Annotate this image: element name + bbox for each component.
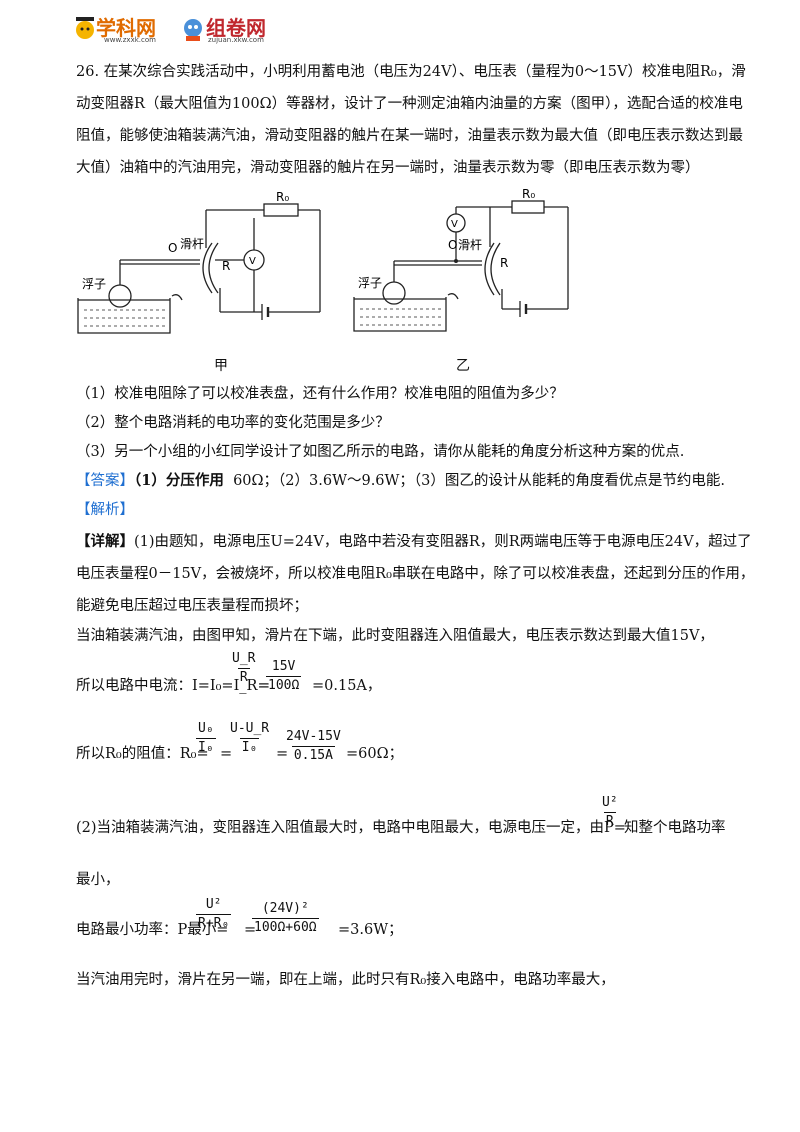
header-logo: 学科网 www.zxxk.com 组卷网 zujuan.xkw.com [74, 12, 274, 48]
voltmeter-icon-yi: V [451, 219, 458, 230]
question-line-2: 动变阻器R（最大阻值为100Ω）等器材，设计了一种测定油箱内油量的方案（图甲），… [76, 96, 743, 112]
mascot-icon [76, 17, 94, 39]
brand-xuekewang: 学科网 [96, 16, 156, 40]
formula1-frac1: U_R R [230, 650, 257, 687]
brand-zujuanwang: 组卷网 [206, 16, 266, 40]
detail-line-5-suffix: 知整个电路功率 [624, 820, 726, 836]
detail-line-5: (2)当油箱装满汽油，变阻器连入阻值最大时，电路中电阻最大，电源电压一定，由P= [76, 820, 626, 836]
answer-line: 【答案】（1）分压作用 60Ω；（2）3.6W～9.6W；（3）图乙的设计从能耗… [76, 471, 725, 491]
formula2-suffix: =60Ω； [346, 746, 404, 762]
answer-part2: 60Ω；（2）3.6W～9.6W；（3）图乙的设计从能耗的角度看优点是节约电能. [233, 473, 726, 489]
detail-l1-text: (1)由题知，电源电压U=24V，电路中若没有变阻器R，则R两端电压等于电源电压… [134, 534, 752, 550]
detail-line-1: 【详解】(1)由题知，电源电压U=24V，电路中若没有变阻器R，则R两端电压等于… [76, 532, 752, 552]
formula2-frac2: U-U_R I₀ [228, 720, 271, 757]
subquestion-1: （1）校准电阻除了可以校准表盘，还有什么作用？校准电阻的阻值为多少？ [76, 386, 564, 402]
formula-power-frac: U² R [600, 794, 620, 831]
formula2-prefix: 所以R₀的阻值：R₀= [76, 746, 209, 762]
label-r-jia: R [222, 259, 230, 273]
caption-yi: 乙 [456, 358, 470, 374]
f3-den1: R+R₀ [196, 914, 232, 931]
f2-num1: U₀ [198, 721, 214, 736]
brand-url-1: www.zxxk.com [104, 36, 156, 44]
formula3-suffix: =3.6W； [338, 922, 403, 938]
detail-tag: 【详解】 [76, 533, 134, 550]
formula2-frac3: 24V-15V 0.15A [284, 728, 343, 765]
formula3-frac2: (24V)² 100Ω+60Ω [252, 900, 319, 937]
caption-jia: 甲 [214, 358, 228, 374]
detail-line-6: 最小， [76, 872, 120, 888]
f1-num1: U_R [232, 651, 256, 666]
circuit-diagram-jia: R₀ R O 滑杆 浮子 V [77, 190, 321, 334]
f1-den2: 100Ω [266, 676, 302, 693]
formula3-prefix: 电路最小功率：P最小= [76, 922, 229, 938]
label-float-jia: 浮子 [82, 277, 106, 291]
equals-sign: = [220, 746, 233, 762]
question-line-4: 大值）油箱中的汽油用完，滑动变阻器的触片在另一端时，油量表示数为零（即电压表示数… [76, 160, 700, 176]
subquestion-3: （3）另一个小组的小红同学设计了如图乙所示的电路，请你从能耗的角度分析这种方案的… [76, 444, 685, 460]
formula1-suffix: =0.15A， [312, 678, 382, 694]
f2-den1: I₀ [196, 738, 216, 755]
label-r0-jia: R₀ [276, 190, 289, 204]
detail-line-7: 当汽油用完时，滑片在另一端，即在上端，此时只有R₀接入电路中，电路功率最大， [76, 972, 615, 988]
label-o-yi: O [448, 238, 457, 252]
label-lever-yi: 滑杆 [458, 238, 482, 252]
f2-den3: 0.15A [291, 746, 335, 763]
l5-num: U² [602, 795, 618, 810]
question-line-3: 阻值，能够使油箱装满汽油，滑动变阻器的触片在某一端时，油量表示数为最大值（即电压… [76, 128, 743, 144]
formula1-prefix: 所以电路中电流：I=I₀=I_R= [76, 678, 270, 694]
f2-num3: 24V-15V [286, 729, 341, 744]
equals-sign: = [244, 922, 257, 938]
answer-part1: （1）分压作用 [134, 472, 224, 489]
detail-line-2: 电压表量程0－15V，会被烧坏，所以校准电阻R₀串联在电路中，除了可以校准表盘，… [76, 566, 755, 582]
f2-num2: U-U_R [230, 721, 270, 736]
subquestion-2: （2）整个电路消耗的电功率的变化范围是多少？ [76, 415, 390, 431]
label-o-jia: O [168, 241, 177, 255]
equals-sign: = [258, 678, 271, 694]
f3-den2: 100Ω+60Ω [252, 918, 319, 935]
label-lever-jia: 滑杆 [180, 237, 204, 251]
f1-num2: 15V [271, 659, 296, 674]
f1-den1: R [237, 668, 250, 685]
detail-line-4: 当油箱装满汽油，由图甲知，滑片在下端，此时变阻器连入阻值最大，电压表示数达到最大… [76, 628, 714, 644]
label-r-yi: R [500, 256, 508, 270]
formula3-frac1: U² R+R₀ [196, 896, 232, 933]
label-r0-yi: R₀ [522, 187, 535, 201]
analysis-tag: 【解析】 [76, 502, 134, 518]
brand-url-2: zujuan.xkw.com [208, 36, 264, 44]
f3-num2: (24V)² [261, 901, 309, 916]
label-float-yi: 浮子 [358, 276, 382, 290]
f3-num1: U² [205, 897, 222, 912]
f2-den2: I₀ [239, 738, 260, 755]
voltmeter-icon-jia: V [249, 256, 256, 267]
detail-line-3: 能避免电压超过电压表量程而损坏； [76, 598, 308, 614]
formula2-frac1: U₀ I₀ [196, 720, 216, 757]
l5-den: R [603, 812, 616, 829]
circuit-diagram-yi: R₀ R O 滑杆 浮子 V [353, 187, 569, 332]
question-line-1: 26. 在某次综合实践活动中，小明利用蓄电池（电压为24V）、电压表（量程为0～… [76, 64, 746, 80]
equals-sign: = [276, 746, 289, 762]
formula1-frac2: 15V 100Ω [266, 658, 302, 695]
mascot-icon-2 [184, 19, 202, 41]
answer-tag: 【答案】 [76, 473, 134, 489]
